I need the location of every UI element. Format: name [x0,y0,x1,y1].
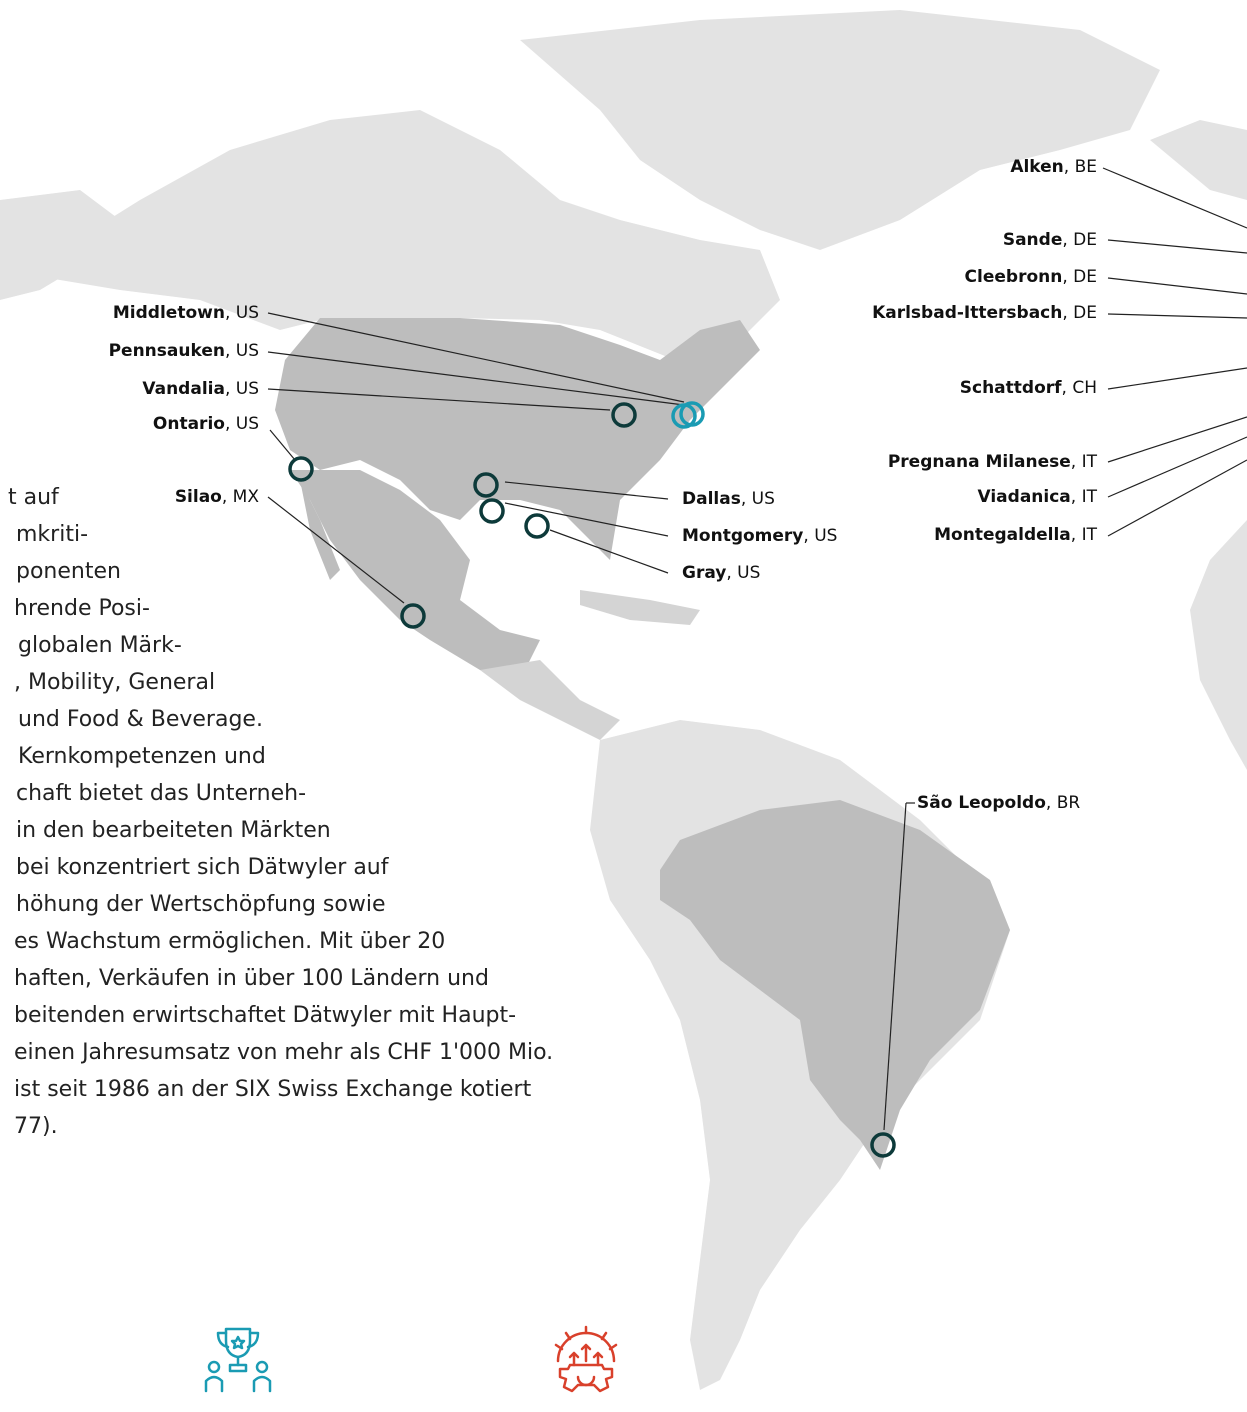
landmass-baja [300,480,340,580]
label-vandalia: Vandalia, US [142,379,259,399]
label-gray: Gray, US [682,563,761,583]
landmass-arctic [520,10,1160,250]
label-middletown: Middletown, US [112,303,259,323]
landmass-africa-edge [1190,520,1247,770]
label-alken: Alken, BE [1010,157,1097,177]
label-montgomery: Montgomery, US [682,526,838,546]
marker-dallas [473,472,499,498]
marker-montgomery [479,498,505,524]
label-sande: Sande, DE [1002,230,1097,250]
marker-pennsauken [679,401,705,427]
marker-silao [400,603,426,629]
marker-vandalia [611,402,637,428]
label-silao: Silao, MX [174,487,259,507]
label-cleebronn: Cleebronn, DE [964,267,1097,287]
landmass-brazil [660,800,1010,1170]
marker-ontario [288,456,314,482]
landmass-central-america [480,660,620,740]
label-pennsauken: Pennsauken, US [108,341,259,361]
location-markers [288,401,896,1158]
landmass-mexico [290,470,540,680]
landmass-caribbean [580,590,700,625]
gear-growth-icon [554,1325,618,1393]
label-dallas: Dallas, US [682,489,775,509]
landmass-canada [0,110,780,370]
marker-gray [524,513,550,539]
label-karlsbad: Karlsbad-Ittersbach, DE [872,303,1097,323]
label-sao-leopoldo: São Leopoldo, BR [917,793,1081,813]
label-schattdorf: Schattdorf, CH [959,378,1097,398]
label-ontario: Ontario, US [152,414,259,434]
marker-sao-leopoldo [870,1132,896,1158]
label-montegaldella: Montegaldella, IT [934,525,1097,545]
landmass-europe-edge [1150,120,1247,200]
landmass-alaska [0,190,120,300]
landmass-usa [275,318,760,560]
label-viadanica: Viadanica, IT [977,487,1098,507]
leader-lines [267,167,1247,1131]
label-pregnana: Pregnana Milanese, IT [887,452,1097,472]
trophy-team-icon [204,1327,272,1393]
